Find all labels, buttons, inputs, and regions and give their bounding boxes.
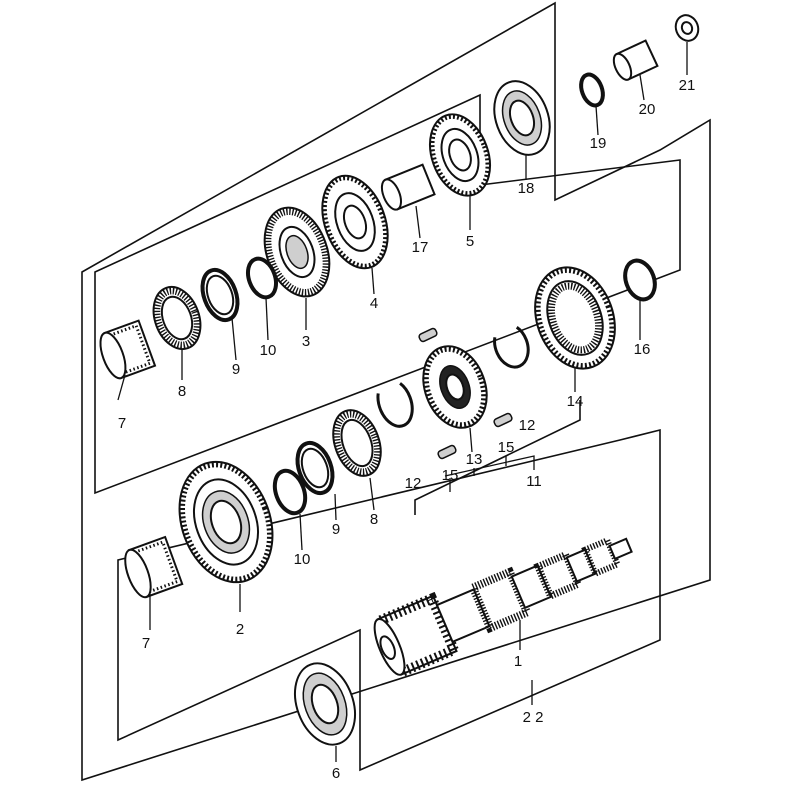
callout-5: 5 xyxy=(466,233,474,250)
part-18-bearing xyxy=(493,80,551,156)
callout-13: 13 xyxy=(466,451,483,468)
group-frame-sync xyxy=(414,400,581,515)
callout-2: 2 xyxy=(236,621,244,638)
group-frame-countershaft xyxy=(81,1,711,782)
part-1-countershaft xyxy=(373,536,633,679)
part-5-gear xyxy=(429,113,491,197)
callout-7-upper: 7 xyxy=(118,415,126,432)
callout-7-lower: 7 xyxy=(142,635,150,652)
part-7-needle-bearing-lower xyxy=(124,535,184,599)
part-4-gear xyxy=(321,174,389,270)
part-20-bushing xyxy=(612,39,659,81)
callout-brackets xyxy=(444,455,535,492)
callout-3: 3 xyxy=(302,333,310,350)
group-frame-shaft-22 xyxy=(117,428,661,772)
callout-11: 11 xyxy=(526,473,542,490)
part-15-key-b xyxy=(437,444,457,460)
part-6-bearing xyxy=(294,662,356,746)
callout-19: 19 xyxy=(590,135,607,152)
group-frame-gear-set xyxy=(94,93,681,495)
callout-10-lower: 10 xyxy=(294,551,311,568)
callout-8-upper: 8 xyxy=(178,383,186,400)
callout-22: 2 2 xyxy=(523,709,544,726)
part-15-key-a xyxy=(418,327,438,343)
callout-12-left: 12 xyxy=(405,475,422,492)
part-2-gear xyxy=(178,460,274,584)
callout-16: 16 xyxy=(634,341,651,358)
callout-18: 18 xyxy=(518,180,535,197)
part-8-sync-ring-upper xyxy=(152,286,202,350)
callout-4: 4 xyxy=(370,295,378,312)
part-12-spring-right xyxy=(493,325,530,369)
callout-14: 14 xyxy=(567,393,584,410)
part-9-ring-upper xyxy=(200,267,240,323)
part-10-snap-ring-upper xyxy=(245,256,279,300)
part-21-nut xyxy=(674,14,700,42)
part-9-ring-lower xyxy=(295,440,335,496)
callout-12-right: 12 xyxy=(519,417,536,434)
callouts: 21 20 19 18 5 17 4 3 10 9 8 7 16 14 12 1… xyxy=(118,77,696,782)
callout-15-right: 15 xyxy=(498,439,515,456)
callout-9-lower: 9 xyxy=(332,521,340,538)
callout-9-upper: 9 xyxy=(232,361,240,378)
part-19-snap-ring xyxy=(579,72,605,108)
part-3-gear xyxy=(263,206,331,298)
callout-10-upper: 10 xyxy=(260,342,277,359)
part-8-sync-ring-lower xyxy=(332,409,382,477)
part-7-needle-bearing-upper xyxy=(99,319,157,380)
part-12-spring-left xyxy=(376,382,414,428)
callout-17: 17 xyxy=(412,239,429,256)
part-14-sleeve xyxy=(534,266,616,370)
part-10-snap-ring-lower xyxy=(272,468,308,516)
callout-8-lower: 8 xyxy=(370,511,378,528)
part-13-hub xyxy=(422,345,488,429)
part-15-key-c xyxy=(493,412,513,428)
callout-20: 20 xyxy=(639,101,656,118)
part-17-collar xyxy=(380,163,436,211)
callout-6: 6 xyxy=(332,765,340,782)
part-16-snap-ring xyxy=(623,258,657,302)
callout-21: 21 xyxy=(679,77,696,94)
callout-1: 1 xyxy=(514,653,522,670)
leader-lines xyxy=(117,42,688,762)
